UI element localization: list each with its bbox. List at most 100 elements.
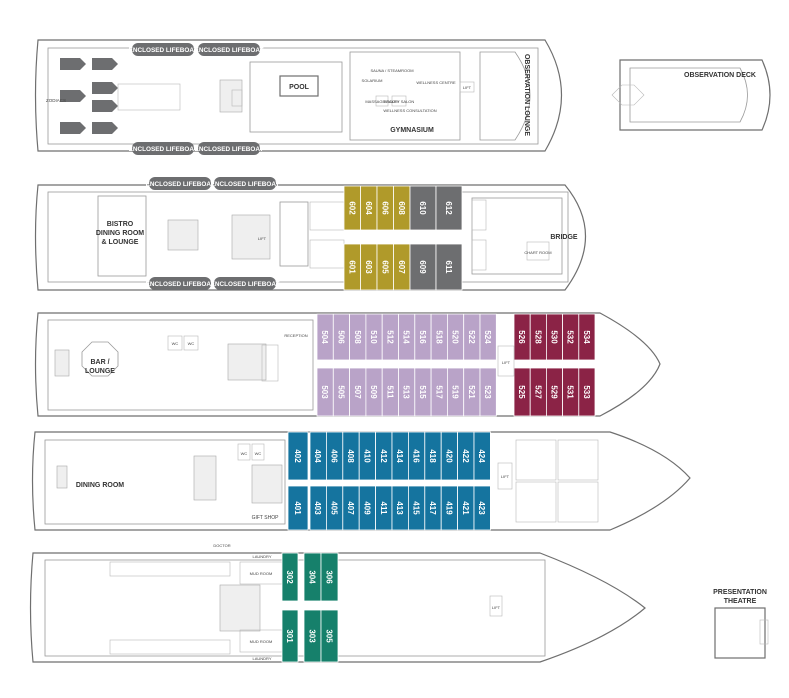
svg-text:ENCLOSED LIFEBOAT: ENCLOSED LIFEBOAT bbox=[146, 281, 215, 288]
cabin-number: 526 bbox=[517, 330, 526, 344]
cabin-611[interactable] bbox=[435, 243, 463, 291]
cabin-number: 419 bbox=[444, 501, 453, 515]
cabin-524[interactable] bbox=[479, 313, 497, 361]
observation-deck: OBSERVATION DECK bbox=[611, 59, 771, 131]
cabin-number: 514 bbox=[402, 330, 411, 344]
cabin-523[interactable] bbox=[479, 367, 497, 417]
cabin-number: 530 bbox=[550, 330, 559, 344]
cabin-609[interactable] bbox=[409, 243, 437, 291]
cabin-424[interactable] bbox=[473, 431, 491, 481]
svg-text:ENCLOSED LIFEBOAT: ENCLOSED LIFEBOAT bbox=[195, 146, 264, 153]
cabin-401[interactable] bbox=[287, 485, 309, 531]
svg-text:LAUNDRY: LAUNDRY bbox=[252, 554, 271, 559]
svg-text:BAR /: BAR / bbox=[90, 359, 109, 366]
cabin-number: 528 bbox=[533, 330, 542, 344]
dining-room-label: DINING ROOM bbox=[76, 482, 124, 489]
cabin-number: 403 bbox=[313, 501, 322, 515]
cabin-number: 406 bbox=[330, 449, 339, 463]
svg-text:ENCLOSED LIFEBOAT: ENCLOSED LIFEBOAT bbox=[211, 181, 280, 188]
bridge-label: BRIDGE bbox=[550, 234, 578, 241]
lifeboat bbox=[132, 142, 194, 155]
cabin-number: 411 bbox=[379, 502, 388, 515]
svg-text:THEATRE: THEATRE bbox=[724, 598, 757, 605]
cabin-302[interactable] bbox=[281, 552, 299, 602]
pool-label: POOL bbox=[289, 84, 310, 91]
lifeboat bbox=[214, 177, 276, 190]
deck-7: ZODIACS ENCLOSED LIFEBOAT ENCLOSED LIFEB… bbox=[34, 39, 563, 155]
cabin-number: 529 bbox=[550, 385, 559, 399]
cabin-number: 304 bbox=[308, 570, 317, 584]
zodiacs-label: ZODIACS bbox=[46, 98, 66, 103]
cabin-number: 306 bbox=[325, 570, 334, 584]
svg-text:SAUNA / STEAMROOM: SAUNA / STEAMROOM bbox=[370, 68, 413, 73]
cabin-number: 506 bbox=[336, 330, 345, 344]
lifeboat bbox=[132, 43, 194, 56]
lifeboat bbox=[149, 177, 211, 190]
cabin-number: 611 bbox=[444, 261, 453, 274]
svg-text:DINING ROOM: DINING ROOM bbox=[96, 230, 144, 237]
cabin-number: 422 bbox=[461, 449, 470, 463]
pool bbox=[279, 75, 319, 97]
cabin-number: 401 bbox=[293, 501, 302, 515]
cabin-534[interactable] bbox=[578, 313, 596, 361]
cabin-number: 527 bbox=[533, 385, 542, 399]
cabin-number: 301 bbox=[285, 629, 294, 643]
svg-text:WC: WC bbox=[241, 451, 248, 456]
cabin-number: 608 bbox=[397, 201, 406, 215]
cabin-number: 305 bbox=[325, 629, 334, 643]
cabin-612[interactable] bbox=[435, 185, 463, 231]
svg-text:WC: WC bbox=[188, 341, 195, 346]
cabin-533[interactable] bbox=[578, 367, 596, 417]
cabin-number: 601 bbox=[347, 260, 356, 274]
lifeboat bbox=[149, 277, 211, 290]
svg-text:LOUNGE: LOUNGE bbox=[85, 368, 115, 375]
lifeboat bbox=[198, 142, 260, 155]
cabin-number: 416 bbox=[412, 449, 421, 463]
cabin-number: 413 bbox=[395, 501, 404, 515]
cabin-number: 505 bbox=[336, 385, 345, 399]
svg-text:LIFT: LIFT bbox=[258, 236, 267, 241]
svg-text:PRESENTATION: PRESENTATION bbox=[713, 589, 767, 596]
cabin-number: 609 bbox=[418, 260, 427, 274]
cabin-number: 602 bbox=[347, 201, 356, 215]
svg-text:MUD ROOM: MUD ROOM bbox=[250, 571, 273, 576]
svg-text:LAUNDRY: LAUNDRY bbox=[252, 656, 271, 661]
lifeboat bbox=[198, 43, 260, 56]
cabin-301[interactable] bbox=[281, 609, 299, 663]
svg-text:LIFT: LIFT bbox=[492, 605, 501, 610]
svg-text:DOCTOR: DOCTOR bbox=[213, 543, 230, 548]
cabin-number: 412 bbox=[379, 449, 388, 463]
cabin-number: 612 bbox=[444, 201, 453, 215]
gymnasium-label: GYMNASIUM bbox=[390, 127, 434, 134]
cabin-number: 510 bbox=[369, 330, 378, 344]
cabin-number: 515 bbox=[418, 385, 427, 399]
cabin-number: 606 bbox=[380, 201, 389, 215]
deck-3: DOCTOR MUD ROOM MUD ROOM LAUNDRY LAUNDRY… bbox=[29, 543, 646, 663]
svg-text:CHART ROOM: CHART ROOM bbox=[524, 250, 551, 255]
cabin-number: 518 bbox=[434, 330, 443, 344]
svg-text:ENCLOSED LIFEBOAT: ENCLOSED LIFEBOAT bbox=[146, 181, 215, 188]
cabin-number: 508 bbox=[353, 330, 362, 344]
cabin-number: 610 bbox=[418, 201, 427, 215]
cabin-305[interactable] bbox=[320, 609, 339, 663]
cabin-number: 511 bbox=[385, 386, 394, 399]
cabin-number: 523 bbox=[483, 385, 492, 399]
cabin-number: 507 bbox=[353, 385, 362, 399]
svg-text:& LOUNGE: & LOUNGE bbox=[102, 239, 139, 246]
deck-6: BISTRO DINING ROOM & LOUNGE ENCLOSED LIF… bbox=[34, 177, 587, 291]
svg-text:MUD ROOM: MUD ROOM bbox=[250, 639, 273, 644]
svg-text:WELLNESS CONSULTATION: WELLNESS CONSULTATION bbox=[383, 108, 436, 113]
cabin-number: 521 bbox=[467, 385, 476, 399]
cabin-number: 522 bbox=[467, 330, 476, 344]
cabin-number: 302 bbox=[285, 570, 294, 584]
cabin-610[interactable] bbox=[409, 185, 437, 231]
cabin-423[interactable] bbox=[473, 485, 491, 531]
svg-text:WC: WC bbox=[172, 341, 179, 346]
cabin-number: 417 bbox=[428, 501, 437, 515]
cabin-306[interactable] bbox=[320, 552, 339, 602]
cabin-402[interactable] bbox=[287, 431, 309, 481]
cabin-number: 512 bbox=[385, 330, 394, 344]
